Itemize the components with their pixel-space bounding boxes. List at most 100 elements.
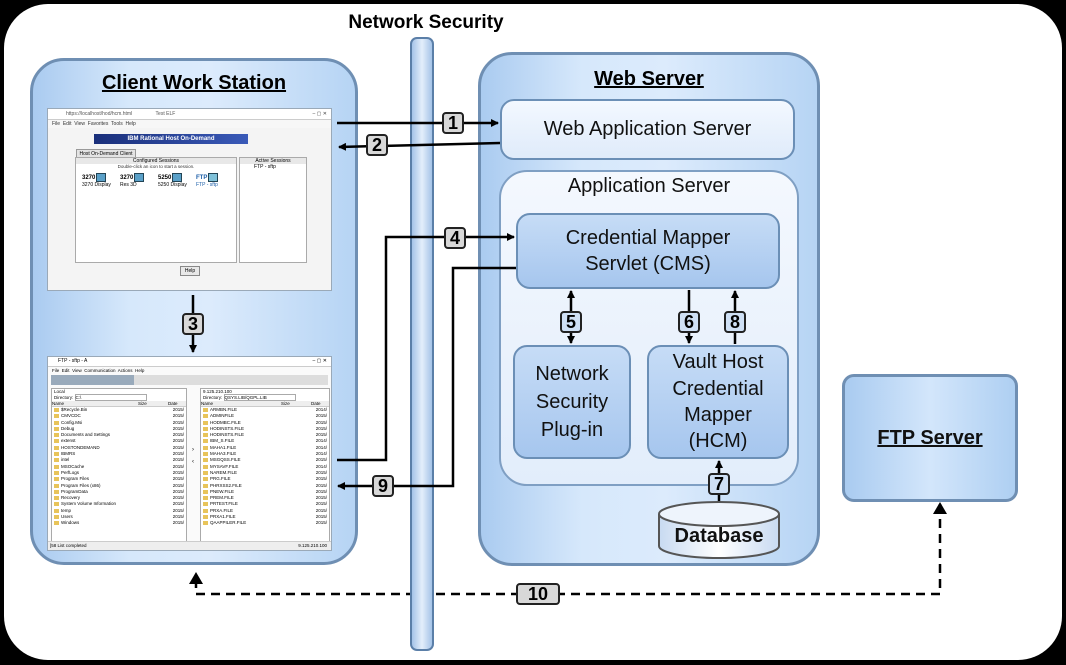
help-button[interactable]: Help [180,266,200,276]
ftp-menu-view[interactable]: View [72,368,82,373]
menu-tools[interactable]: Tools [111,121,123,127]
file-name: MAHA3.FILE [210,451,237,457]
step-badge-1: 1 [442,112,464,134]
session-3270-display[interactable]: 3270 3270 Display [82,173,114,188]
session-label: 3270 Display [82,182,111,188]
col-name[interactable]: Name [52,401,65,406]
ftp-menu-actions[interactable]: Actions [117,368,133,373]
menu-favorites[interactable]: Favorites [87,121,109,127]
folder-icon [54,477,59,482]
file-name: MYSAVF.FILE [210,463,239,469]
menu-file[interactable]: File [52,121,61,127]
file-name: HODMBC.FILE [210,419,241,425]
file-name: PerfLogs [61,469,80,475]
folder-icon [203,408,208,412]
file-row[interactable]: Program Files (x86)2015/ [52,483,186,489]
file-name: MSOCache [61,463,85,469]
folder-icon [203,470,208,475]
folder-icon [203,483,208,488]
file-name: QAAPPILER.FILE [210,520,247,526]
ftp-menu: File Edit View Communication Actions Hel… [48,367,331,374]
file-date: 2015/ [315,520,327,526]
browser-window-controls[interactable]: – ▢ ✕ [312,111,327,117]
session-ftp[interactable]: FTP FTP - sftp [196,173,226,188]
ftp-menu-communication[interactable]: Communication [84,368,116,373]
folder-icon [54,452,59,457]
remote-directory-input[interactable]: QSYS.LIB/QGPL.LIB [223,394,296,401]
session-3270-res[interactable]: 3270 Res 3D [120,173,152,188]
col-date[interactable]: Date [311,401,321,406]
file-name: Users [61,514,73,520]
ftp-menu-help[interactable]: Help [135,368,145,373]
col-size[interactable]: Size [281,401,290,406]
folder-icon [54,420,59,425]
browser-tab[interactable]: Test ELF [155,111,176,117]
menu-view[interactable]: View [74,121,85,127]
col-size[interactable]: Size [138,401,147,406]
local-header: Name Size Date [52,401,186,407]
col-name[interactable]: Name [201,401,214,406]
file-date: 2015/ [315,482,327,488]
nsp-line-3: Plug-in [540,419,604,441]
file-row[interactable]: QAAPPILER.FILE 2015/ [201,520,329,526]
session-5250-display[interactable]: 5250 5250 Display [158,173,190,188]
file-name: HODINSTS.FILE [210,425,245,431]
monitor-icon [134,173,145,182]
file-row[interactable]: Users 2015/ [52,514,186,520]
col-date[interactable]: Date [168,401,178,406]
active-session-item[interactable]: FTP - sftp [254,164,276,170]
folder-icon [203,426,208,431]
folder-icon [203,420,208,425]
menu-edit[interactable]: Edit [62,121,72,127]
configured-sessions-heading: Configured Sessions [76,158,236,164]
ftp-window-controls[interactable]: – ▢ ✕ [312,358,327,364]
transfer-arrows[interactable]: ›‹ [192,447,194,465]
ftp-menu-file[interactable]: File [52,368,60,373]
hcm-line-3: Mapper [684,404,752,426]
folder-icon [54,414,59,419]
file-date: 2015/ [172,419,184,425]
folder-icon [54,496,59,501]
ftp-menu-edit[interactable]: Edit [61,368,70,373]
local-directory-input[interactable]: C:\ [74,394,147,401]
menu-help[interactable]: Help [125,121,136,127]
browser-address[interactable]: https://localhost/hod/hcm.html [66,111,133,117]
monitor-icon [172,173,183,182]
file-date: 2015/ [172,514,184,520]
